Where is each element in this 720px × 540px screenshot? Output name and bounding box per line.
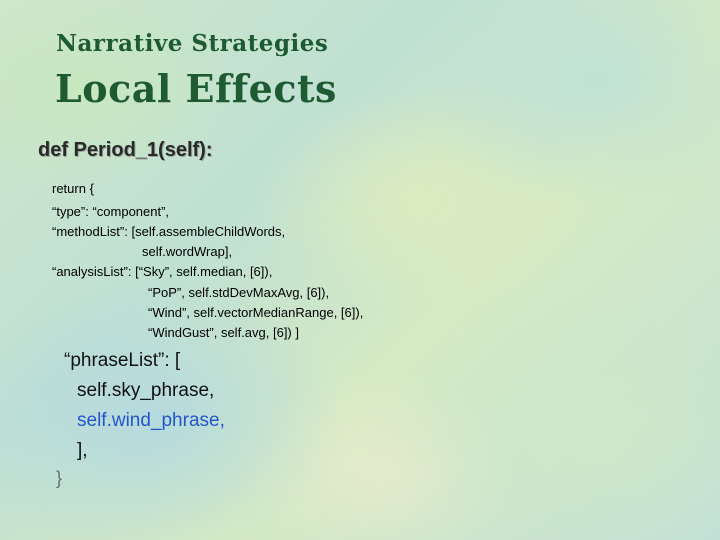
code-line: “phraseList”: [ — [64, 350, 181, 371]
code-line-highlighted: self.wind_phrase, — [77, 410, 225, 431]
code-line: “analysisList”: [“Sky”, self.median, [6]… — [52, 264, 273, 279]
code-line: self.wordWrap], — [142, 244, 233, 259]
slide-title: Local Effects — [55, 66, 337, 111]
slide-subtitle: Narrative Strategies — [56, 30, 329, 57]
code-line: “Wind”, self.vectorMedianRange, [6]), — [148, 305, 364, 320]
code-line: self.sky_phrase, — [77, 380, 215, 401]
code-line: “type”: “component”, — [52, 204, 170, 219]
code-line: “PoP”, self.stdDevMaxAvg, [6]), — [148, 285, 330, 300]
code-line: “WindGust”, self.avg, [6]) ] — [148, 325, 299, 340]
code-line: return { — [52, 181, 94, 196]
function-definition: def Period_1(self): — [38, 139, 213, 161]
closing-brace: } — [56, 468, 63, 488]
code-line: “methodList”: [self.assembleChildWords, — [52, 224, 286, 239]
code-line: ], — [77, 440, 88, 461]
